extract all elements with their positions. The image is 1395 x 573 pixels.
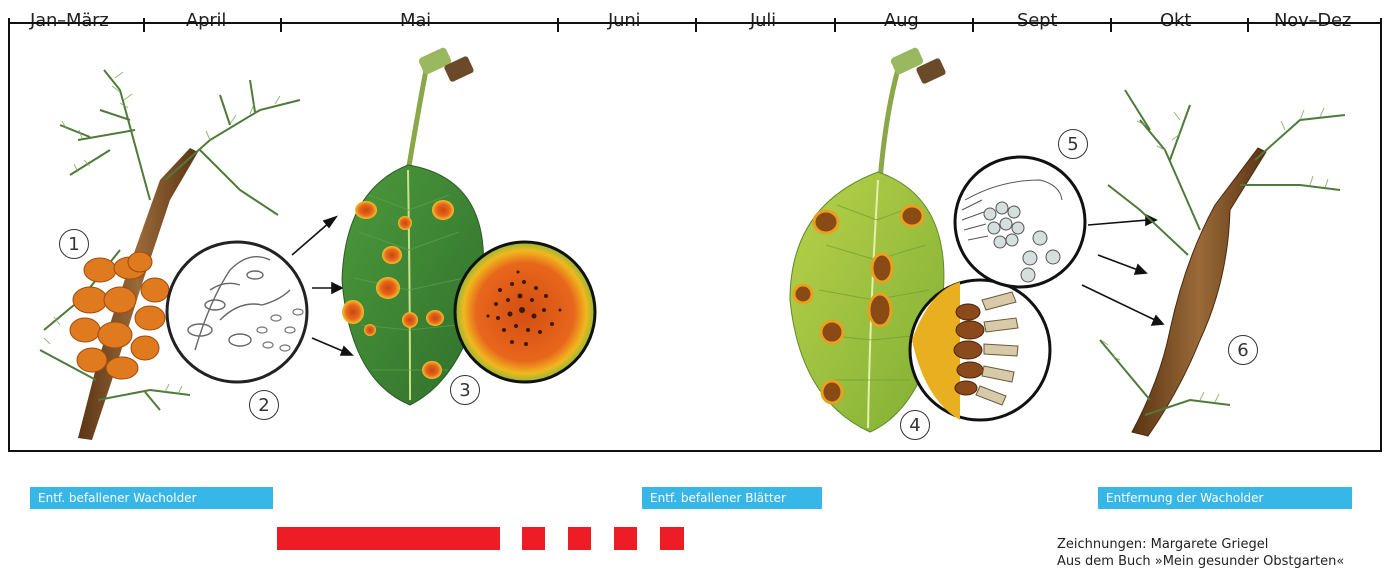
spermogonia-lens bbox=[455, 242, 595, 382]
treatment-bar-main bbox=[277, 527, 500, 550]
band-remove-juniper: Entfernung der Wacholder bbox=[1098, 487, 1352, 509]
juniper-branch-autumn bbox=[1100, 90, 1345, 436]
band-remove-infected-leaves: Entf. befallener Blätter bbox=[642, 487, 822, 509]
stage-number-2: 2 bbox=[249, 390, 279, 420]
treatment-bar bbox=[568, 527, 591, 550]
treatment-bar bbox=[660, 527, 684, 550]
aeciospore-lens bbox=[955, 157, 1085, 287]
band-remove-infected-juniper: Entf. befallener Wacholder bbox=[30, 487, 273, 509]
lifecycle-illustration bbox=[0, 0, 1395, 460]
stage-number-5: 5 bbox=[1058, 129, 1088, 159]
aecia-lens bbox=[910, 280, 1050, 420]
basidiospore-lens bbox=[167, 242, 307, 382]
stage-number-3: 3 bbox=[450, 375, 480, 405]
credit-drawings: Zeichnungen: Margarete Griegel bbox=[1057, 537, 1268, 552]
stage-number-6: 6 bbox=[1228, 335, 1258, 365]
credit-book: Aus dem Buch »Mein gesunder Obstgarten« bbox=[1057, 554, 1344, 569]
pear-leaf-spring bbox=[342, 47, 484, 405]
stage-number-4: 4 bbox=[900, 410, 930, 440]
infection-arrows-autumn bbox=[1082, 215, 1163, 325]
treatment-bar bbox=[522, 527, 545, 550]
treatment-bar bbox=[614, 527, 637, 550]
stage-number-1: 1 bbox=[59, 229, 89, 259]
